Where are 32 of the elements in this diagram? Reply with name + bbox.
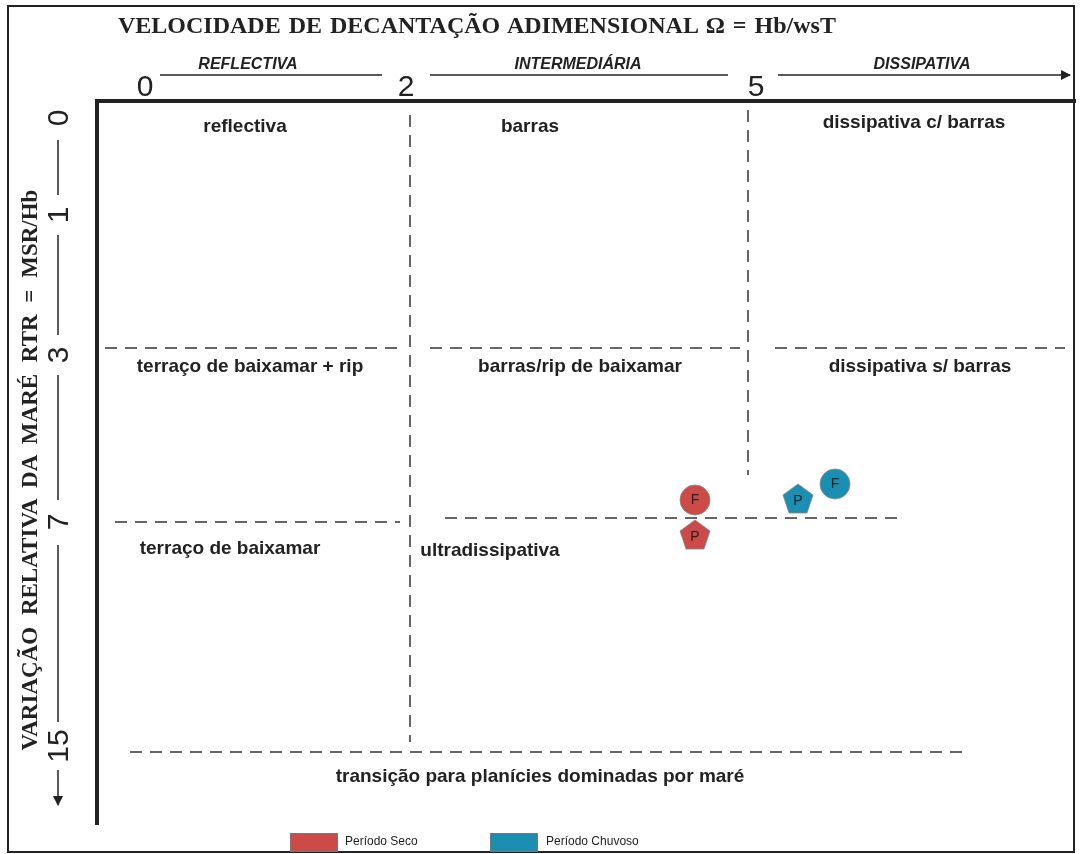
- circle-marker: [679, 484, 711, 516]
- axis-title: VARIAÇÃO RELATIVA DA MARÉ RTR = MSR/Hb: [17, 189, 43, 751]
- region-label: terraço de baixamar + rip: [136, 355, 364, 377]
- class-label: REFLECTIVA: [198, 55, 298, 73]
- marker-letter: F: [829, 475, 841, 491]
- axis-tick-label: 1: [41, 206, 75, 224]
- marker-letter: F: [689, 491, 701, 507]
- axis-tick-label: 3: [41, 346, 75, 364]
- marker-letter: P: [689, 528, 701, 544]
- circle-marker: [819, 468, 851, 500]
- axis-tick-label: 2: [397, 69, 415, 103]
- pentagon-marker: [782, 483, 814, 515]
- region-label: barras/rip de baixamar: [478, 355, 682, 377]
- class-label: DISSIPATIVA: [873, 55, 971, 73]
- axis-tick-label: 5: [747, 69, 765, 103]
- region-label: reflectiva: [203, 115, 287, 137]
- region-label: barras: [500, 115, 560, 137]
- pentagon-marker: [679, 519, 711, 551]
- region-label: ultradissipativa: [420, 539, 560, 561]
- marker-letter: P: [792, 492, 804, 508]
- region-label: transição para planícies dominadas por maré: [335, 765, 745, 787]
- axis-tick-label: 7: [41, 513, 75, 531]
- region-label: terraço de baixamar: [139, 537, 321, 559]
- legend-label: Período Seco: [345, 834, 418, 848]
- region-label: dissipativa s/ barras: [828, 355, 1012, 377]
- region-label: dissipativa c/ barras: [822, 111, 1006, 133]
- axis-tick-label: 15: [41, 729, 75, 763]
- chart-title: VELOCIDADE DE DECANTAÇÃO ADIMENSIONAL Ω = Hb/wsT: [118, 12, 836, 39]
- axis-tick-label: 0: [41, 109, 75, 127]
- class-label: INTERMEDIÁRIA: [514, 55, 642, 73]
- axis-tick-label: 0: [136, 69, 154, 103]
- legend-label: Período Chuvoso: [546, 834, 639, 848]
